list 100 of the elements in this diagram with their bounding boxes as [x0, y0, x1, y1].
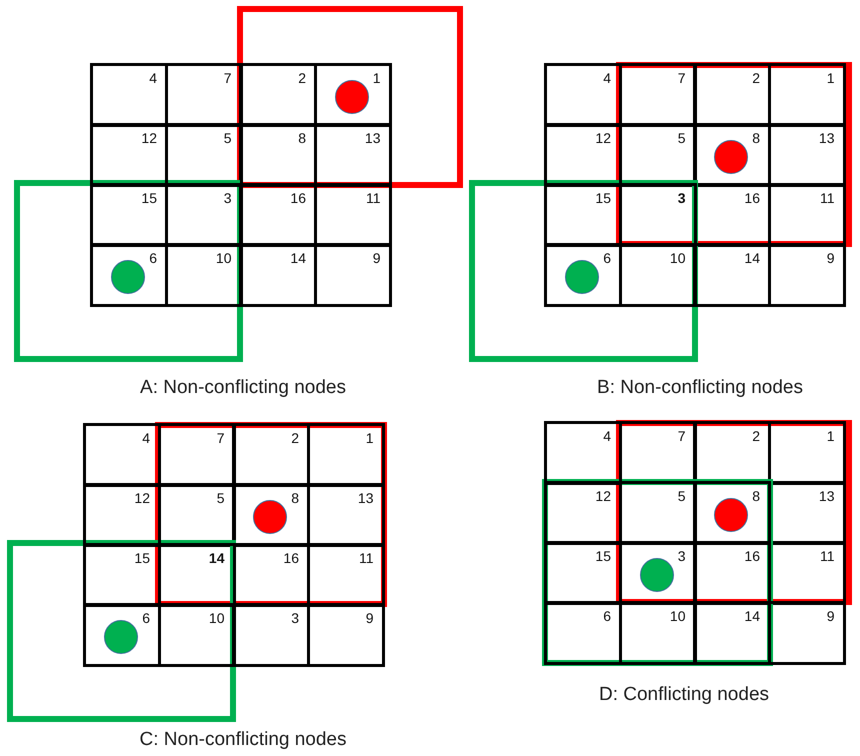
- cell-number: 10: [208, 611, 224, 625]
- cell-number: 12: [595, 131, 611, 145]
- grid-cell: [90, 123, 168, 186]
- panel-caption: A: Non-conflicting nodes: [140, 377, 346, 399]
- cell-number: 11: [366, 191, 380, 205]
- cell-number: 8: [752, 131, 760, 145]
- cell-number: 15: [595, 549, 611, 563]
- grid-cell: [83, 423, 161, 486]
- grid-cell: [544, 243, 622, 306]
- cell-number: 13: [818, 131, 834, 145]
- grid-cell: [544, 421, 622, 484]
- node-marker: [104, 620, 138, 654]
- cell-number: 8: [298, 131, 306, 145]
- cell-number: 5: [678, 489, 686, 503]
- cell-number: 9: [372, 251, 380, 265]
- cell-number: 14: [744, 609, 760, 623]
- cell-number: 9: [366, 611, 374, 625]
- grid-cell: [693, 481, 771, 544]
- cell-number: 15: [141, 191, 157, 205]
- cell-number: 1: [826, 429, 834, 443]
- grid-cell: [544, 481, 622, 544]
- cell-number: 2: [291, 431, 299, 445]
- node-marker: [111, 260, 145, 294]
- cell-number: 3: [678, 191, 686, 205]
- grid-cell: [544, 541, 622, 604]
- cell-number: 2: [298, 71, 306, 85]
- cell-number: 15: [134, 551, 150, 565]
- grid-cell: [693, 123, 771, 186]
- node-marker: [714, 140, 748, 174]
- grid-cell: [544, 183, 622, 246]
- node-marker: [714, 498, 748, 532]
- panel-caption: C: Non-conflicting nodes: [140, 729, 346, 751]
- grid-cell: [90, 183, 168, 246]
- cell-number: 4: [142, 431, 150, 445]
- cell-number: 3: [224, 191, 232, 205]
- grid-cell: [544, 123, 622, 186]
- grid-cell: [232, 483, 310, 546]
- window-frame: [237, 6, 463, 188]
- cell-number: 7: [678, 429, 686, 443]
- grid-cell: [544, 601, 622, 664]
- cell-number: 3: [678, 549, 686, 563]
- cell-number: 14: [744, 251, 760, 265]
- cell-number: 11: [358, 551, 374, 565]
- cell-number: 13: [818, 489, 834, 503]
- cell-number: 6: [603, 251, 611, 265]
- cell-number: 1: [826, 71, 834, 85]
- cell-number: 10: [670, 251, 686, 265]
- cell-number: 7: [224, 71, 232, 85]
- grid-cell: [693, 63, 771, 126]
- window-frame: [155, 422, 387, 607]
- cell-number: 1: [372, 71, 380, 85]
- cell-number: 5: [224, 131, 232, 145]
- cell-number: 9: [826, 609, 834, 623]
- cell-number: 10: [216, 251, 232, 265]
- grid-cell: [232, 423, 310, 486]
- cell-number: 3: [291, 611, 299, 625]
- cell-number: 14: [290, 251, 306, 265]
- window-frame: [14, 180, 243, 362]
- panel-caption: D: Conflicting nodes: [598, 684, 770, 706]
- cell-number: 4: [603, 429, 611, 443]
- panel-caption: B: Non-conflicting nodes: [597, 377, 803, 399]
- window-frame: [7, 540, 236, 722]
- grid-cell: [83, 543, 161, 606]
- cell-number: 2: [752, 71, 760, 85]
- cell-number: 8: [752, 489, 760, 503]
- cell-number: 6: [149, 251, 157, 265]
- window-frame: [616, 62, 852, 247]
- node-marker: [334, 80, 368, 114]
- cell-number: 13: [358, 491, 374, 505]
- cell-number: 8: [291, 491, 299, 505]
- grid-cell: [693, 541, 771, 604]
- grid-cell: [239, 123, 317, 186]
- cell-number: 6: [142, 611, 150, 625]
- grid-cell: [83, 483, 161, 546]
- node-marker: [640, 558, 674, 592]
- grid-cell: [693, 601, 771, 664]
- node-marker: [565, 260, 599, 294]
- cell-number: 16: [744, 549, 760, 563]
- grid-cell: [239, 243, 317, 306]
- cell-number: 12: [141, 131, 157, 145]
- grid-cell: [90, 63, 168, 126]
- window-frame: [469, 180, 698, 362]
- cell-number: 12: [134, 491, 150, 505]
- grid-cell: [232, 603, 310, 666]
- cell-number: 2: [752, 429, 760, 443]
- cell-number: 5: [216, 491, 224, 505]
- grid-cell: [239, 183, 317, 246]
- cell-number: 13: [364, 131, 380, 145]
- cell-number: 4: [149, 71, 157, 85]
- grid-cell: [239, 63, 317, 126]
- grid-cell: [693, 243, 771, 306]
- cell-number: 11: [820, 549, 834, 563]
- cell-number: 9: [826, 251, 834, 265]
- grid-cell: [90, 243, 168, 306]
- grid-cell: [544, 63, 622, 126]
- cell-number: 7: [216, 431, 224, 445]
- cell-number: 4: [603, 71, 611, 85]
- cell-number: 10: [670, 609, 686, 623]
- node-marker: [253, 500, 287, 534]
- cell-number: 11: [820, 191, 834, 205]
